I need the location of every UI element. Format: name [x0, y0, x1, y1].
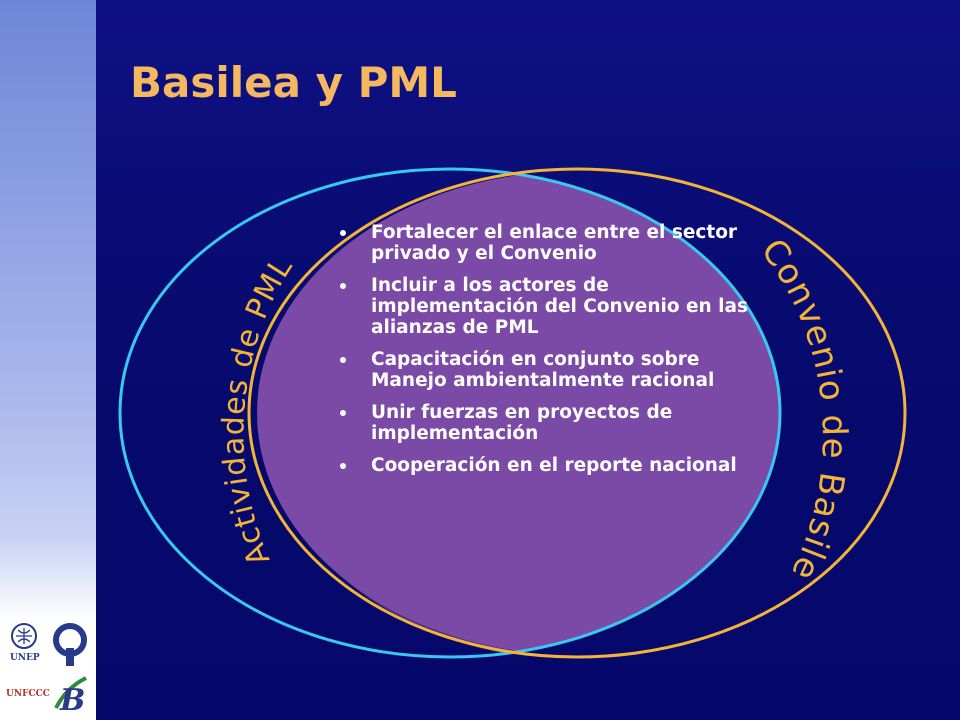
bullet-item: Incluir a los actores de implementación … [338, 275, 758, 338]
bullet-text: Incluir a los actores de implementación … [371, 275, 748, 338]
left-sidebar [0, 0, 96, 720]
sponsor-logos: UNEP UNFCCC B [6, 623, 87, 718]
bullet-text: Unir fuerzas en proyectos de implementac… [371, 402, 673, 444]
unep-logo-icon: UNEP [10, 623, 40, 663]
unfccc-logo-text: UNFCCC [6, 689, 50, 699]
left-circle-outline [118, 167, 782, 659]
bullet-dot-icon [340, 410, 346, 416]
bullet-dot-icon [340, 283, 346, 289]
bullet-text: Fortalecer el enlace entre el sector pri… [371, 222, 738, 264]
unfccc-logo-icon: UNFCCC [6, 689, 50, 699]
bullet-dot-icon [340, 463, 346, 469]
bullet-text: Cooperación en el reporte nacional [371, 455, 737, 476]
right-circle-outline [247, 167, 907, 659]
bullet-item: Cooperación en el reporte nacional [338, 455, 758, 476]
basel-convention-logo-icon: B [54, 676, 87, 718]
bullet-item: Capacitación en conjunto sobre Manejo am… [338, 349, 758, 391]
bullet-dot-icon [340, 357, 346, 363]
bullet-dot-icon [340, 230, 346, 236]
bullet-item: Fortalecer el enlace entre el sector pri… [338, 222, 758, 264]
unep-logo-text: UNEP [10, 653, 40, 663]
cleaner-production-logo-icon [53, 623, 87, 666]
bullet-text: Capacitación en conjunto sobre Manejo am… [371, 349, 715, 391]
slide-title: Basilea y PML [130, 58, 457, 107]
bullet-list: Fortalecer el enlace entre el sector pri… [338, 222, 758, 487]
basel-logo-letter: B [59, 683, 85, 718]
bullet-item: Unir fuerzas en proyectos de implementac… [338, 402, 758, 444]
